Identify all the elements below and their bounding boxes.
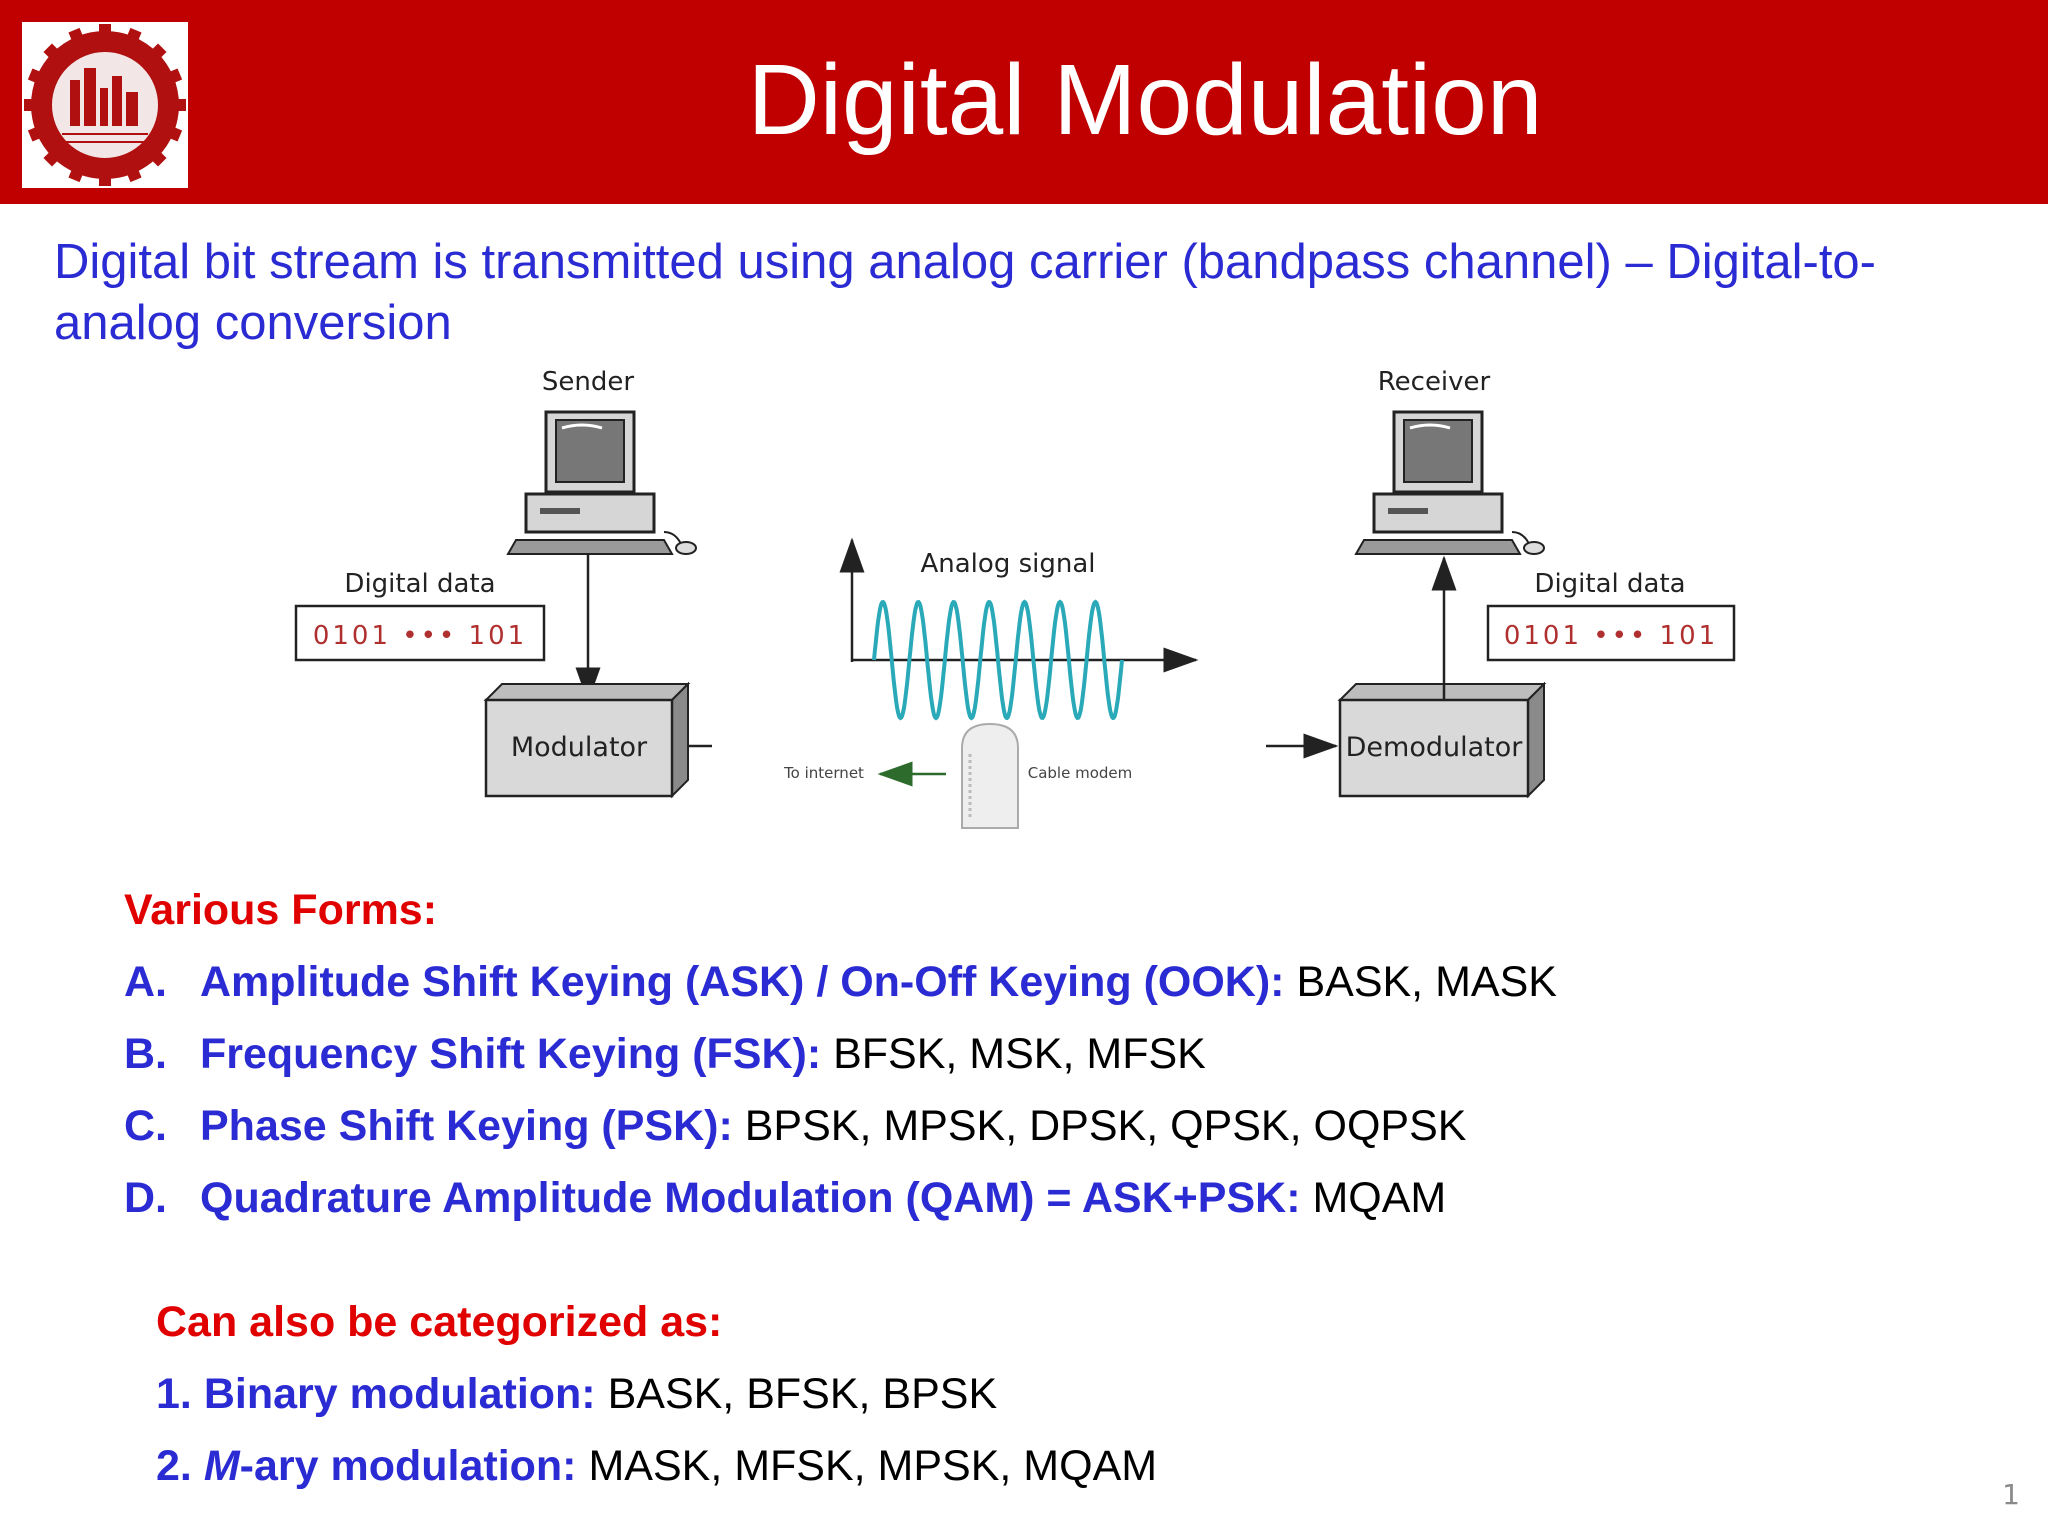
slide-title: Digital Modulation [747,44,1543,156]
modulation-forms-list: Various Forms: A. Amplitude Shift Keying… [124,874,2004,1234]
receiver-bits-box [1486,604,1736,662]
category-m-italic: M [203,1442,240,1490]
list-item: D. Quadrature Amplitude Modulation (QAM)… [124,1162,2004,1234]
category-number: 1. [156,1370,192,1418]
list-item: C. Phase Shift Keying (PSK): BPSK, MPSK,… [124,1090,2004,1162]
category-label: Binary modulation: [203,1370,596,1418]
sender-data-label: Digital data [344,569,495,599]
list-item: B. Frequency Shift Keying (FSK): BFSK, M… [124,1018,2004,1090]
to-internet-label: To internet [783,764,864,782]
list-item-values: BASK, MASK [1296,958,1557,1006]
page-number: 1 [2002,1478,2020,1511]
cable-modem-label: Cable modem [1028,764,1133,782]
demodulator-label: Demodulator [1346,732,1524,763]
category-values: BASK, BFSK, BPSK [607,1370,998,1418]
list-item-letter: B. [124,1030,167,1078]
sender-label: Sender [542,367,634,397]
modulator-label: Modulator [511,732,648,763]
list-item-values: BFSK, MSK, MFSK [833,1030,1206,1078]
receiver-computer-icon [1354,410,1545,555]
receiver-label: Receiver [1378,367,1491,397]
modulation-categories: Can also be categorized as: 1. Binary mo… [156,1286,1996,1502]
list-item-name: Frequency Shift Keying (FSK): [200,1030,822,1078]
category-mary: 2. M-ary modulation: MASK, MFSK, MPSK, M… [156,1430,1996,1502]
list-item: A. Amplitude Shift Keying (ASK) / On-Off… [124,946,2004,1018]
category-label: -ary modulation: [239,1442,577,1490]
category-binary: 1. Binary modulation: BASK, BFSK, BPSK [156,1358,1996,1430]
list-item-name: Amplitude Shift Keying (ASK) / On-Off Ke… [200,958,1285,1006]
analog-signal-label: Analog signal [920,549,1095,579]
university-gear-logo-icon [22,22,188,188]
sender-computer-icon [506,410,697,555]
modulation-diagram: Sender Digital data 0101 ••• 101 Modulat… [294,367,1736,829]
list-item-letter: A. [124,958,167,1006]
sender-bits-box [294,604,546,662]
demodulator-box [1337,681,1547,799]
analog-signal-wave [872,599,1124,721]
receiver-data-label: Digital data [1534,569,1685,599]
category-values: MASK, MFSK, MPSK, MQAM [588,1442,1158,1490]
list-item-letter: D. [124,1174,167,1222]
receiver-bits: 0101 ••• 101 [1504,621,1718,651]
list-item-letter: C. [124,1102,167,1150]
list-item-name: Phase Shift Keying (PSK): [200,1102,733,1150]
sender-bits: 0101 ••• 101 [313,621,527,651]
cable-modem-icon [961,722,1019,829]
categories-heading: Can also be categorized as: [156,1298,723,1346]
forms-heading: Various Forms: [124,886,438,934]
intro-text: Digital bit stream is transmitted using … [54,235,1876,350]
modulator-box [483,681,712,799]
list-item-name: Quadrature Amplitude Modulation (QAM) = … [200,1174,1301,1222]
list-item-values: MQAM [1312,1174,1447,1222]
list-item-values: BPSK, MPSK, DPSK, QPSK, OQPSK [744,1102,1467,1150]
university-logo [22,22,188,188]
title-band: Digital Modulation [0,0,2048,204]
category-number: 2. [156,1442,192,1490]
